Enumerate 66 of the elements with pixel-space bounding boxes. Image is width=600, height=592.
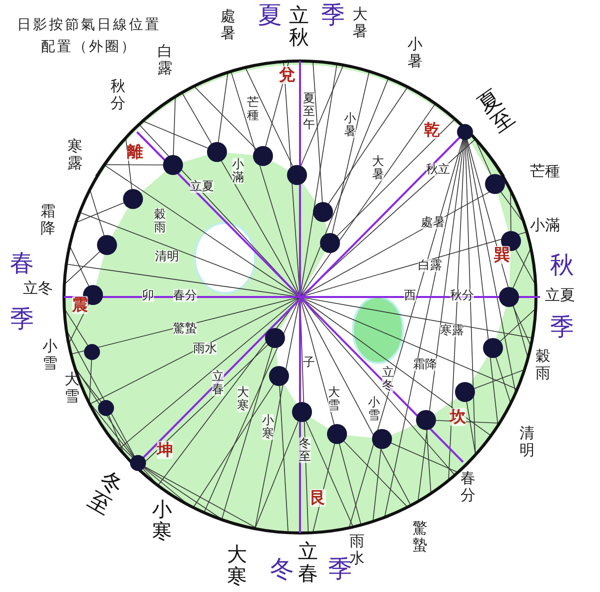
line-label: 小雪	[368, 396, 380, 422]
trigram-label: 乾	[424, 121, 440, 139]
line-label: 大暑	[372, 155, 384, 182]
line-label: 霜降	[413, 358, 437, 372]
solar-term-label: 大寒	[227, 543, 247, 587]
solar-term-label: 寒露	[68, 138, 82, 171]
trigram-label: 艮	[310, 489, 326, 507]
season-label: 秋	[550, 252, 574, 278]
solar-term-label: 春分	[460, 470, 476, 503]
line-label: 雨水	[193, 342, 217, 356]
trigram-label: 巽	[494, 246, 510, 264]
line-label: 白露	[418, 259, 442, 272]
line-label: 穀雨	[154, 208, 166, 234]
line-label: 大雪	[328, 386, 340, 412]
line-label: 大寒	[237, 386, 249, 412]
solstice-label: 夏至	[474, 86, 520, 138]
solar-term-label: 驚蟄	[412, 520, 428, 553]
solar-term-label: 秋分	[110, 78, 126, 111]
solar-term-label: 處暑	[220, 8, 236, 41]
solar-term-label: 穀雨	[536, 348, 550, 381]
line-label: 冬至	[299, 437, 311, 464]
solar-term-label: 小滿	[530, 217, 560, 234]
line-label: 小滿	[232, 158, 244, 184]
line-label: 春分	[173, 289, 197, 302]
line-label: 夏至午	[303, 92, 315, 132]
line-label: 處暑	[421, 216, 445, 230]
line-label: 秋立	[426, 163, 450, 176]
line-label: 清明	[155, 250, 179, 264]
solar-term-label: 白露	[158, 43, 172, 76]
line-label: 寒露	[440, 324, 464, 338]
line-label: 立冬	[382, 366, 394, 392]
solar-term-label: 霜降	[40, 203, 56, 236]
line-label: 小暑	[344, 112, 356, 138]
season-label: 季	[321, 2, 345, 28]
solar-term-label: 立夏	[545, 287, 575, 304]
line-label: 秋分	[450, 289, 474, 302]
trigram-label: 離	[127, 143, 143, 161]
trigram-label: 兌	[279, 66, 295, 84]
trigram-label: 震	[72, 296, 88, 314]
line-label: 芒種	[247, 96, 259, 122]
season-label: 冬	[270, 556, 294, 582]
solar-term-label: 小雪	[42, 338, 58, 371]
solar-term-label: 立冬	[23, 280, 53, 296]
line-label: 卯	[142, 289, 154, 302]
season-label: 春	[10, 250, 34, 276]
trigram-label: 坎	[450, 408, 466, 426]
season-label: 季	[550, 314, 574, 340]
line-label: 子	[303, 356, 315, 370]
line-label: 驚蟄	[173, 322, 197, 336]
solar-term-label: 清明	[520, 425, 534, 458]
solar-term-label: 芒種	[530, 163, 560, 180]
season-label: 季	[10, 306, 34, 332]
line-label: 西	[404, 289, 416, 302]
solar-term-label: 立秋	[289, 4, 309, 48]
line-label: 立夏	[190, 180, 214, 194]
solar-term-label: 小寒	[152, 498, 172, 542]
line-label: 立春	[212, 370, 224, 396]
solar-term-label: 雨水	[350, 533, 364, 566]
solar-term-label: 小暑	[408, 36, 422, 69]
trigram-label: 坤	[157, 441, 173, 459]
season-label: 季	[328, 556, 352, 582]
solar-term-label: 大暑	[352, 6, 368, 39]
line-label: 小寒	[262, 414, 274, 440]
solar-term-label: 立春	[298, 540, 318, 584]
solstice-label: 冬至	[83, 468, 127, 521]
season-label: 夏	[258, 2, 282, 28]
